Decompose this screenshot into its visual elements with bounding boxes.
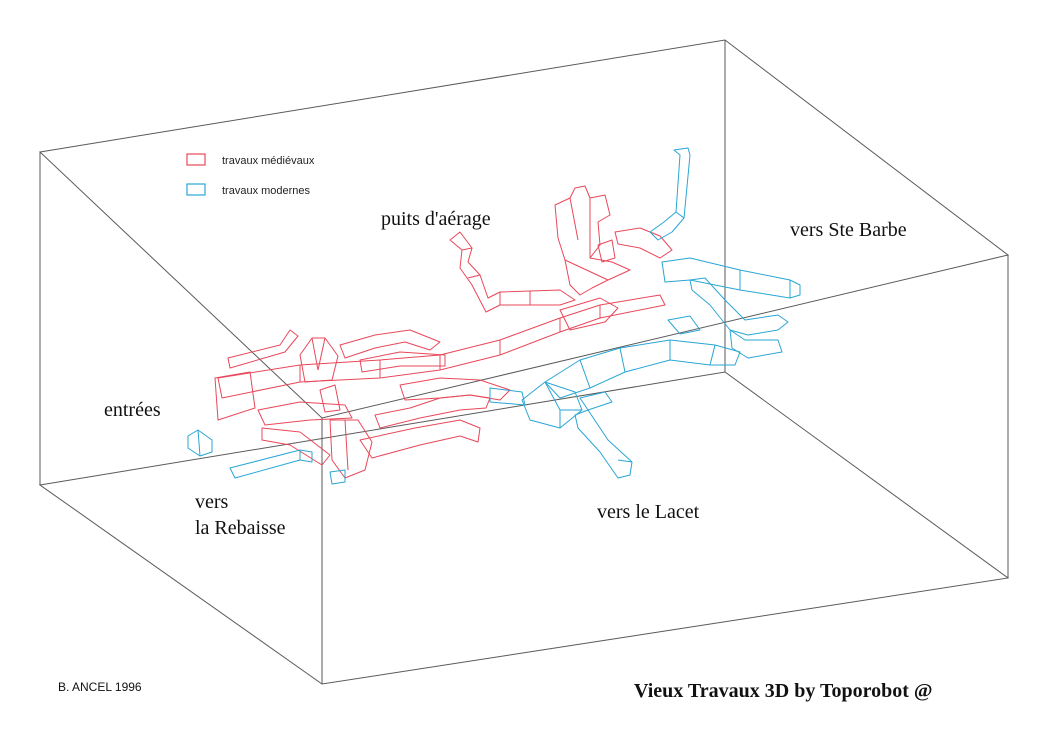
- gallery-segment: [329, 419, 373, 479]
- gallery-line: [197, 429, 201, 457]
- gallery-line: [564, 259, 609, 281]
- legend-label-modern: travaux modernes: [222, 185, 311, 197]
- gallery-segment: [359, 351, 446, 373]
- gallery-segment: [689, 277, 789, 336]
- gallery-line: [461, 247, 473, 251]
- label-rebaisse-line1: vers: [195, 491, 229, 513]
- gallery-segment: [449, 231, 576, 313]
- diagram-labels: puits d'aérage vers Ste Barbe entrées ve…: [104, 208, 907, 539]
- gallery-segment: [227, 329, 299, 369]
- gallery-line: [467, 274, 481, 279]
- gallery-segment: [374, 394, 491, 429]
- gallery-segment: [667, 315, 701, 335]
- gallery-line: [317, 337, 326, 371]
- gallery-segment: [261, 427, 331, 466]
- label-puits: puits d'aérage: [381, 208, 491, 230]
- gallery-line: [569, 197, 579, 241]
- gallery-segment: [399, 377, 511, 401]
- gallery-segment: [299, 337, 339, 383]
- label-rebaisse-line2: la Rebaisse: [195, 517, 286, 539]
- gallery-segment: [257, 401, 353, 426]
- legend-label-medieval: travaux médiévaux: [222, 155, 315, 167]
- gallery-segment: [329, 469, 346, 485]
- legend-swatch-medieval: [186, 153, 206, 166]
- gallery-segment: [544, 339, 741, 399]
- gallery-line: [579, 359, 591, 389]
- bounding-box: [38, 39, 1010, 685]
- gallery-segment: [614, 227, 673, 259]
- gallery-segment: [579, 391, 613, 411]
- gallery-segment: [319, 384, 341, 413]
- gallery-line: [675, 211, 685, 219]
- box-front-face: [38, 371, 1010, 685]
- gallery-line: [619, 347, 626, 373]
- gallery-segment: [339, 329, 441, 359]
- gallery-segment: [359, 419, 481, 459]
- gallery-segment: [661, 257, 801, 299]
- gallery-line: [709, 344, 716, 366]
- gallery-segment: [649, 147, 691, 241]
- footer-title: Vieux Travaux 3D by Toporobot @: [634, 680, 933, 702]
- gallery-segment: [729, 329, 783, 359]
- gallery-line: [311, 337, 319, 371]
- label-lacet: vers le Lacet: [597, 501, 700, 523]
- author-credit: B. ANCEL 1996: [58, 680, 142, 694]
- legend: travaux médiévaux travaux modernes: [186, 153, 315, 197]
- legend-swatch-modern: [186, 183, 206, 196]
- modern-galleries: [187, 147, 801, 485]
- gallery-segment: [214, 371, 256, 421]
- gallery-line: [617, 459, 633, 463]
- gallery-segment: [217, 294, 666, 399]
- gallery-line: [344, 419, 349, 471]
- gallery-segment: [559, 297, 619, 331]
- label-ste-barbe: vers Ste Barbe: [790, 219, 907, 241]
- gallery-segment: [574, 409, 633, 479]
- gallery-line: [544, 381, 561, 411]
- medieval-galleries: [214, 185, 673, 479]
- gallery-segment: [554, 185, 631, 296]
- gallery-segment: [597, 239, 616, 263]
- label-entrees: entrées: [104, 399, 161, 421]
- gallery-segment: [489, 387, 526, 406]
